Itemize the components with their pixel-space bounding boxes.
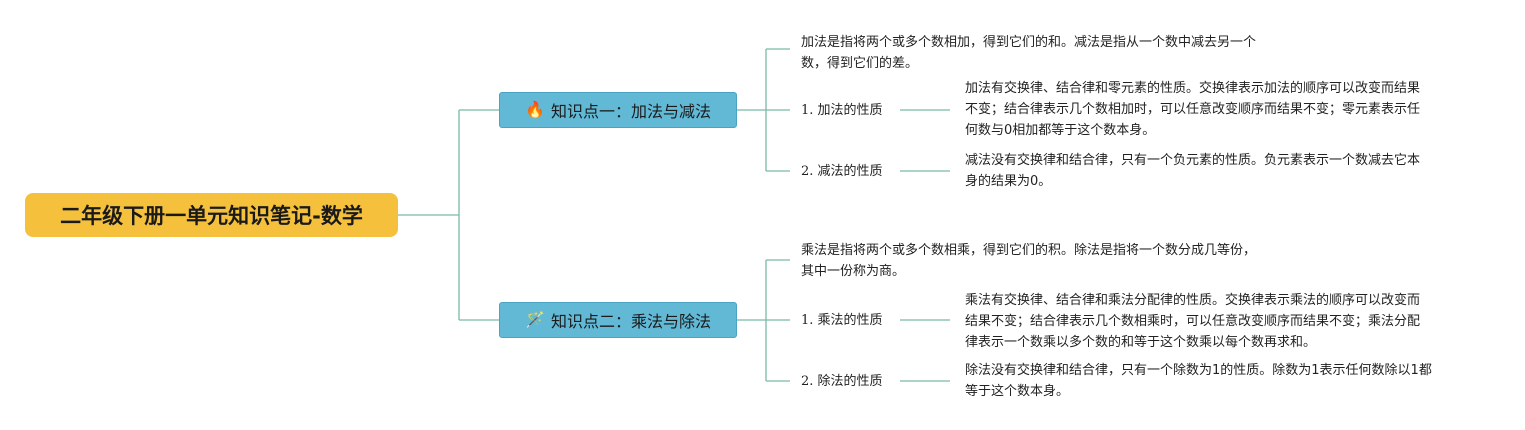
subtopic-label: 1. 加法的性质 xyxy=(801,103,883,118)
root-node[interactable]: 二年级下册一单元知识笔记-数学 xyxy=(25,193,398,237)
topic-label: 知识点一：加法与减法 xyxy=(550,102,711,121)
detail-line: 结果不变；结合律表示几个数相乘时，可以任意改变顺序而结果不变；乘法分配 xyxy=(965,314,1421,329)
detail-line: 减法没有交换律和结合律，只有一个负元素的性质。负元素表示一个数减去它本 xyxy=(965,153,1421,168)
subtopic-division-properties[interactable]: 2. 除法的性质 xyxy=(801,373,883,391)
subtopic-addition-properties[interactable]: 1. 加法的性质 xyxy=(801,102,883,120)
topic-label: 知识点二：乘法与除法 xyxy=(550,312,711,331)
topic-node-multiplication-division[interactable]: 🪄 知识点二：乘法与除法 xyxy=(499,302,737,338)
detail-line: 等于这个数本身。 xyxy=(965,384,1070,399)
subtopic-label: 1. 乘法的性质 xyxy=(801,313,883,328)
subtopic-multiplication-properties[interactable]: 1. 乘法的性质 xyxy=(801,312,883,330)
root-label: 二年级下册一单元知识笔记-数学 xyxy=(60,204,363,228)
magic-wand-icon: 🪄 xyxy=(525,310,545,329)
topic1-description[interactable]: 加法是指将两个或多个数相加，得到它们的和。减法是指从一个数中减去另一个 数，得到… xyxy=(801,32,1256,74)
detail-line: 何数与0相加都等于这个数本身。 xyxy=(965,123,1156,138)
subtopic-label: 2. 减法的性质 xyxy=(801,164,883,179)
topic2-description[interactable]: 乘法是指将两个或多个数相乘，得到它们的积。除法是指将一个数分成几等份， 其中一份… xyxy=(801,240,1256,282)
detail-addition-properties[interactable]: 加法有交换律、结合律和零元素的性质。交换律表示加法的顺序可以改变而结果 不变；结… xyxy=(965,78,1420,141)
detail-line: 律表示一个数乘以多个数的和等于这个数乘以每个数再求和。 xyxy=(965,335,1317,350)
detail-multiplication-properties[interactable]: 乘法有交换律、结合律和乘法分配律的性质。交换律表示乘法的顺序可以改变而 结果不变… xyxy=(965,290,1420,353)
detail-line: 不变；结合律表示几个数相加时，可以任意改变顺序而结果不变；零元素表示任 xyxy=(965,102,1421,117)
description-line: 加法是指将两个或多个数相加，得到它们的和。减法是指从一个数中减去另一个 xyxy=(801,35,1257,50)
topic-node-addition-subtraction[interactable]: 🔥 知识点一：加法与减法 xyxy=(499,92,737,128)
description-line: 数，得到它们的差。 xyxy=(801,56,919,71)
detail-line: 身的结果为0。 xyxy=(965,174,1052,189)
description-line: 其中一份称为商。 xyxy=(801,264,906,279)
subtopic-label: 2. 除法的性质 xyxy=(801,374,883,389)
fire-icon: 🔥 xyxy=(525,100,545,119)
detail-line: 加法有交换律、结合律和零元素的性质。交换律表示加法的顺序可以改变而结果 xyxy=(965,81,1421,96)
subtopic-subtraction-properties[interactable]: 2. 减法的性质 xyxy=(801,163,883,181)
detail-division-properties[interactable]: 除法没有交换律和结合律，只有一个除数为1的性质。除数为1表示任何数除以1都 等于… xyxy=(965,360,1432,402)
description-line: 乘法是指将两个或多个数相乘，得到它们的积。除法是指将一个数分成几等份， xyxy=(801,243,1257,258)
detail-line: 乘法有交换律、结合律和乘法分配律的性质。交换律表示乘法的顺序可以改变而 xyxy=(965,293,1421,308)
detail-subtraction-properties[interactable]: 减法没有交换律和结合律，只有一个负元素的性质。负元素表示一个数减去它本 身的结果… xyxy=(965,150,1420,192)
detail-line: 除法没有交换律和结合律，只有一个除数为1的性质。除数为1表示任何数除以1都 xyxy=(965,363,1432,378)
